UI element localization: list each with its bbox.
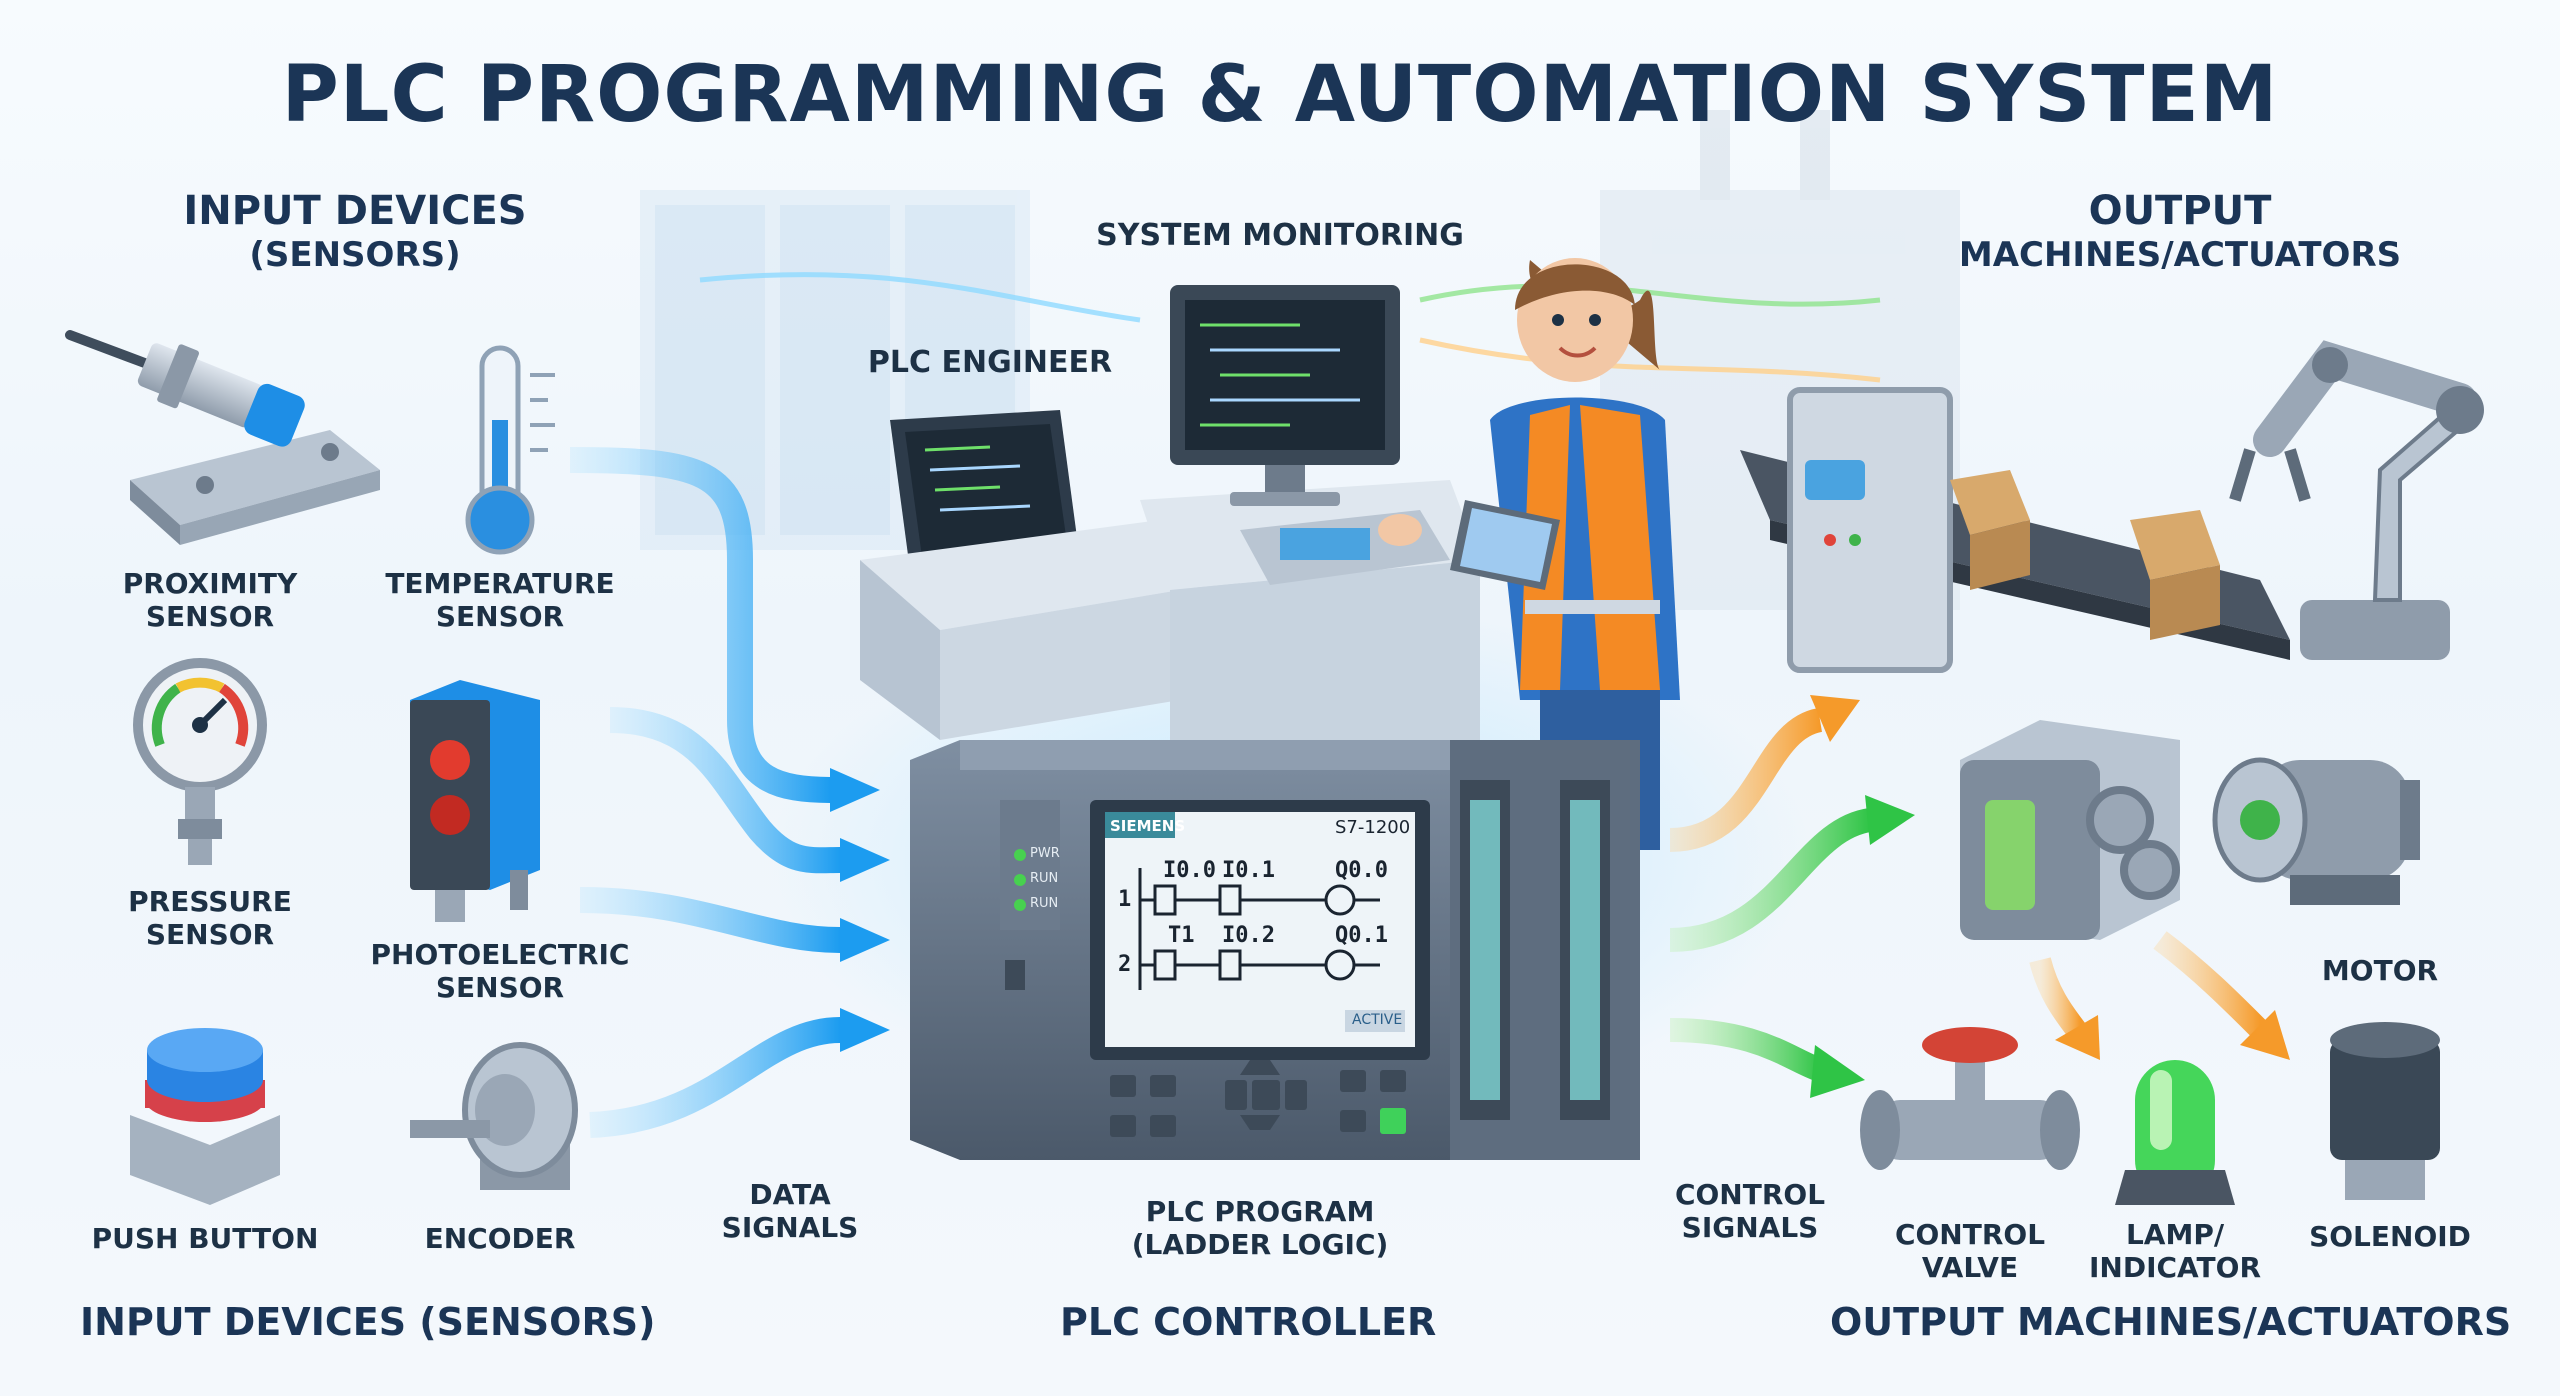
rung-1-coil: Q0.0: [1335, 858, 1388, 883]
rung-1-contact-1: I0.0: [1163, 858, 1216, 883]
proximity-sensor-label: PROXIMITY SENSOR: [85, 567, 335, 633]
control-valve-line1: CONTROL: [1894, 1218, 2046, 1251]
data-signals-line1: DATA: [749, 1178, 831, 1211]
control-signals-line1: CONTROL: [1674, 1178, 1826, 1211]
output-signal-arrows: [699, 272, 2290, 1098]
rung-1-contact-2: I0.1: [1222, 858, 1275, 883]
rung-2-coil: Q0.1: [1335, 923, 1388, 948]
motor-line1: MOTOR: [2321, 954, 2439, 987]
lamp-indicator-label: LAMP/ INDICATOR: [2075, 1218, 2275, 1284]
plc-led-run-1: RUN: [1030, 871, 1059, 886]
push-button-label: PUSH BUTTON: [75, 1222, 335, 1255]
robot-arm-icon: [2229, 340, 2484, 660]
control-signals-label: CONTROL SIGNALS: [1640, 1178, 1860, 1244]
proximity-sensor-line2: SENSOR: [145, 600, 275, 634]
lamp-indicator-line2: INDICATOR: [2088, 1251, 2262, 1285]
plc-led-run-2: RUN: [1030, 896, 1059, 911]
control-valve-line2: VALVE: [1921, 1251, 2019, 1285]
input-header-line2: (SENSORS): [249, 235, 461, 276]
input-signal-arrows: [569, 447, 890, 1138]
engineer-desk: [860, 480, 1480, 790]
pressure-sensor-line1: PRESSURE: [128, 885, 292, 918]
input-header-line1: INPUT DEVICES: [183, 188, 527, 234]
rung-2-contact-1: T1: [1168, 923, 1195, 948]
engineer-figure-icon: [1378, 258, 1680, 850]
temperature-sensor-line1: TEMPERATURE: [385, 567, 615, 600]
photoelectric-sensor-line1: PHOTOELECTRIC: [370, 938, 630, 971]
pressure-gauge-icon: [133, 658, 267, 865]
output-header: OUTPUT MACHINES/ACTUATORS: [1940, 188, 2420, 275]
encoder-icon: [410, 1042, 578, 1190]
plc-led-pwr: PWR: [1030, 846, 1060, 861]
laptop-icon: [890, 410, 1160, 602]
plc-engineer-label: PLC ENGINEER: [867, 345, 1113, 380]
output-header-line1: OUTPUT: [2088, 188, 2272, 234]
photoelectric-sensor-label: PHOTOELECTRIC SENSOR: [360, 938, 640, 1004]
plc-controller: [910, 740, 1640, 1160]
encoder-line1: ENCODER: [424, 1222, 576, 1255]
photoelectric-sensor-line2: SENSOR: [435, 971, 565, 1005]
monitor-icon: [1170, 285, 1400, 506]
data-signals-label: DATA SIGNALS: [690, 1178, 890, 1244]
footer-output-machines: OUTPUT MACHINES/ACTUATORS: [1830, 1300, 2512, 1344]
system-monitoring-label: SYSTEM MONITORING: [1096, 218, 1464, 253]
thermometer-icon: [465, 345, 555, 555]
output-header-line2: MACHINES/ACTUATORS: [1958, 235, 2402, 276]
input-header: INPUT DEVICES (SENSORS): [130, 188, 580, 275]
valve-icon: [1860, 1027, 2080, 1170]
motor-label: MOTOR: [2290, 954, 2470, 987]
page-title: PLC PROGRAMMING & AUTOMATION SYSTEM: [281, 50, 2279, 140]
rung-1-number: 1: [1118, 887, 1132, 912]
control-signals-line2: SIGNALS: [1681, 1211, 1819, 1245]
encoder-label: ENCODER: [400, 1222, 600, 1255]
push-button-icon: [130, 1028, 280, 1205]
rung-2-contact-2: I0.2: [1222, 923, 1275, 948]
photoelectric-sensor-icon: [410, 680, 540, 922]
plc-program-line2: (LADDER LOGIC): [1131, 1228, 1389, 1262]
temperature-sensor-line2: SENSOR: [435, 600, 565, 634]
lamp-icon: [2115, 1060, 2235, 1205]
plc-brand-label: SIEMENS: [1110, 817, 1186, 835]
solenoid-label: SOLENOID: [2290, 1220, 2490, 1253]
rung-2-number: 2: [1118, 952, 1132, 977]
proximity-sensor-line1: PROXIMITY: [122, 567, 298, 600]
plc-program-label: PLC PROGRAM (LADDER LOGIC): [1110, 1195, 1410, 1261]
control-valve-label: CONTROL VALVE: [1870, 1218, 2070, 1284]
plc-program-line1: PLC PROGRAM: [1145, 1195, 1375, 1228]
gearbox-icon: [1960, 720, 2180, 940]
motor-icon: [2212, 757, 2420, 905]
lamp-indicator-line1: LAMP/: [2125, 1218, 2225, 1251]
push-button-line1: PUSH BUTTON: [91, 1222, 319, 1255]
solenoid-icon: [2330, 1022, 2440, 1200]
proximity-sensor-icon: [65, 330, 380, 545]
pressure-sensor-label: PRESSURE SENSOR: [85, 885, 335, 951]
pressure-sensor-line2: SENSOR: [145, 918, 275, 952]
footer-input-devices: INPUT DEVICES (SENSORS): [80, 1300, 656, 1344]
solenoid-line1: SOLENOID: [2309, 1220, 2471, 1253]
plc-model-label: S7-1200: [1335, 817, 1411, 838]
temperature-sensor-label: TEMPERATURE SENSOR: [370, 567, 630, 633]
data-signals-line2: SIGNALS: [721, 1211, 859, 1245]
plc-screen-tag: ACTIVE: [1352, 1012, 1403, 1028]
footer-plc-controller: PLC CONTROLLER: [1060, 1300, 1437, 1344]
conveyor-icon: [1740, 387, 2290, 673]
